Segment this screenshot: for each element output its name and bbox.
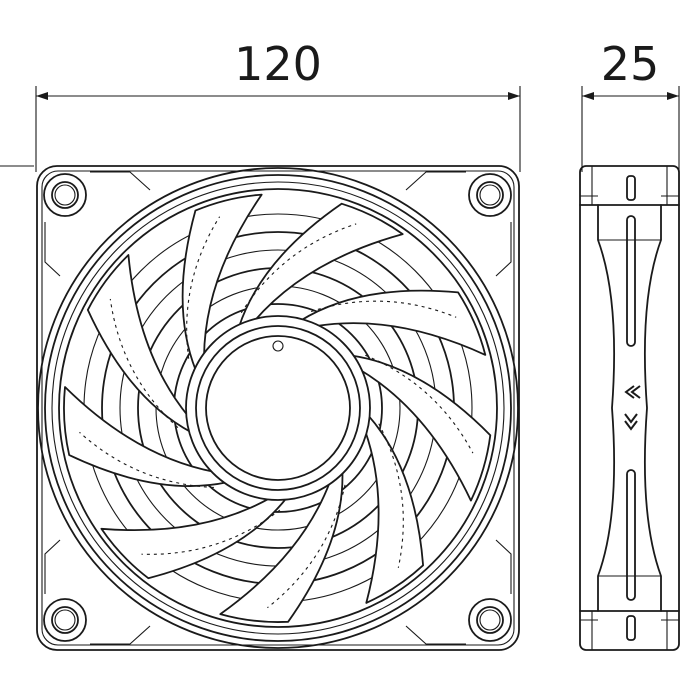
shroud-ring-inner <box>58 188 498 628</box>
width-dimension: 120 <box>35 37 521 172</box>
fan-blade <box>364 413 424 604</box>
depth-label: 25 <box>601 37 660 91</box>
fan-blade <box>238 202 404 328</box>
depth-arrow-left <box>582 92 594 100</box>
fan-blade <box>63 386 229 487</box>
fan-blade <box>299 289 487 356</box>
fan-frame <box>36 165 520 651</box>
hub-outer-ring <box>185 315 371 501</box>
side-slot-top-small <box>626 175 636 201</box>
mount-hole-top-left <box>43 173 87 217</box>
fan-blade <box>86 254 193 434</box>
side-slot-bottom <box>626 469 636 601</box>
fan-front-view <box>36 165 520 651</box>
depth-arrow-right <box>667 92 679 100</box>
side-frame <box>579 165 680 651</box>
corner-bracket-tr <box>405 171 512 277</box>
fan-blade <box>181 193 263 372</box>
shroud-ring-3 <box>51 181 505 635</box>
fan-blades <box>63 193 492 623</box>
fan-frame-inner-edge <box>41 170 515 646</box>
side-body-right-contour <box>643 204 662 612</box>
corner-bracket-tl <box>44 171 151 277</box>
width-arrow-left <box>36 92 48 100</box>
depth-dimension: 25 <box>581 37 680 172</box>
fan-blade <box>350 354 492 502</box>
side-top-flange-detail <box>580 166 679 205</box>
side-slot-top <box>626 215 636 347</box>
shroud-ring-2 <box>44 174 512 642</box>
fan-side-view <box>579 165 680 651</box>
corner-bracket-br <box>405 539 512 645</box>
side-slot-bottom-small <box>626 615 636 641</box>
mount-hole-top-right <box>468 173 512 217</box>
width-arrow-right <box>508 92 520 100</box>
mount-hole-bottom-right <box>468 598 512 642</box>
mount-hole-bottom-left <box>43 598 87 642</box>
hub-cap <box>205 335 351 481</box>
fan-blade <box>100 496 288 580</box>
hub-ring <box>195 325 361 491</box>
hub-marker-dot <box>272 340 284 352</box>
side-bottom-flange-detail <box>580 611 679 650</box>
rotation-chevron-icon <box>624 413 638 431</box>
shroud-ring-outer <box>37 167 519 649</box>
corner-bracket-bl <box>44 539 151 645</box>
airflow-chevron-icon <box>624 385 641 399</box>
width-label: 120 <box>234 37 322 91</box>
side-body-bands <box>598 239 661 577</box>
fan-blade <box>219 470 344 623</box>
side-body-left-contour <box>597 204 616 612</box>
